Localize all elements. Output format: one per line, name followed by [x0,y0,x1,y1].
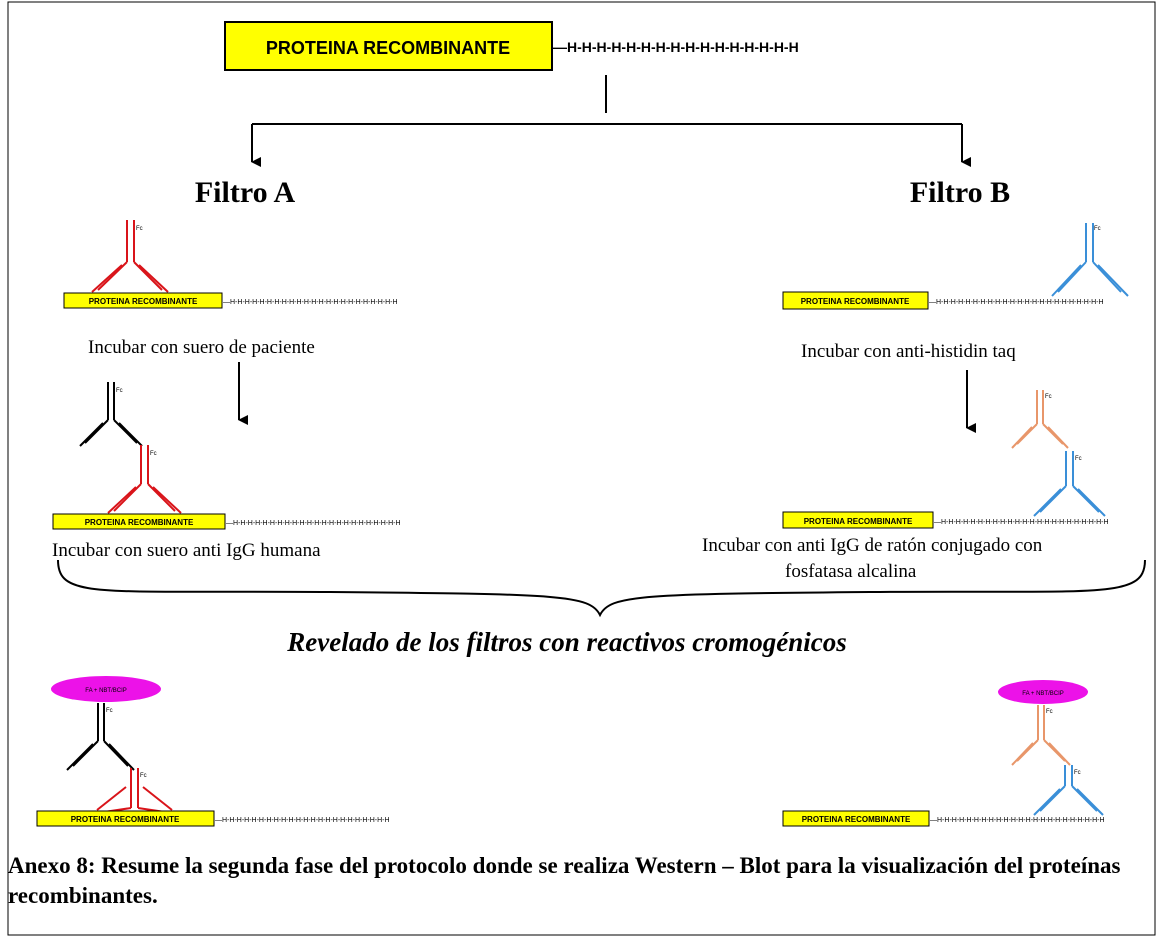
filter-b-step2-antibody-orange [1011,390,1069,449]
reveal-title: Revelado de los filtros con reactivos cr… [286,627,846,657]
step-b2-label-line1: Incubar con anti IgG de ratón conjugado … [702,535,1043,556]
histidine-tag-a1: —H-H-H-H-H-H-H-H-H-H-H-H-H-H-H-H-H-H-H-H… [223,299,398,306]
histidine-tag-b1: —H-H-H-H-H-H-H-H-H-H-H-H-H-H-H-H-H-H-H-H… [929,299,1104,306]
step-a1-label: Incubar con suero de paciente [88,337,315,358]
filter-a-title: Filtro A [195,176,296,209]
enzyme-label-a: FA + NBT/BCIP [85,688,127,694]
fc-label-a1: Fc [136,226,143,232]
protein-box-final-a [36,810,215,827]
enzyme-label-b: FA + NBT/BCIP [1022,691,1064,697]
protein-label-final-a: PROTEINA RECOMBINANTE [71,815,180,824]
protein-label-a2: PROTEINA RECOMBINANTE [85,518,194,527]
histidine-tag-final-b: —H-H-H-H-H-H-H-H-H-H-H-H-H-H-H-H-H-H-H-H… [930,817,1105,824]
final-a-antibody-black [66,703,135,771]
top-protein-label: PROTEINA RECOMBINANTE [266,38,510,58]
final-b-antibody-orange [1011,705,1071,766]
protein-box-b2 [782,511,934,529]
filter-a-step2-antibody-red [107,445,182,514]
protein-label-a1: PROTEINA RECOMBINANTE [89,297,198,306]
figure-caption: Anexo 8: Resume la segunda fase del prot… [8,853,1121,908]
enzyme-ellipse-b [998,680,1088,704]
histidine-tag-b2: —H-H-H-H-H-H-H-H-H-H-H-H-H-H-H-H-H-H-H-H… [934,519,1109,526]
histidine-tag-a2: —H-H-H-H-H-H-H-H-H-H-H-H-H-H-H-H-H-H-H-H… [226,520,401,527]
top-protein-box [224,21,553,71]
protein-label-b1: PROTEINA RECOMBINANTE [801,297,910,306]
protein-box-b1 [782,291,929,310]
fc-label-a2-red: Fc [150,451,157,457]
final-b-antibody-blue [1033,765,1104,816]
histidine-tag-final-a: —H-H-H-H-H-H-H-H-H-H-H-H-H-H-H-H-H-H-H-H… [215,817,390,824]
filter-b-step1-antibody-blue [1051,223,1129,297]
final-a-antibody-red [96,768,173,813]
enzyme-ellipse-a [51,676,161,702]
fc-label-a2-black: Fc [116,388,123,394]
fc-label-final-b-orange: Fc [1046,709,1053,715]
protein-box-a1 [63,292,223,309]
filter-a-step2-antibody-black [79,382,143,447]
protein-box-a2 [52,513,226,530]
step-b1-label: Incubar con anti-histidin taq [801,341,1016,362]
step-a2-label: Incubar con suero anti IgG humana [52,540,321,561]
filter-b-step2-antibody-blue [1033,451,1106,517]
fc-label-b2-blue: Fc [1075,456,1082,462]
top-histidine-tag: —H-H-H-H-H-H-H-H-H-H-H-H-H-H-H-H [553,39,799,55]
fc-label-b2-orange: Fc [1045,394,1052,400]
step-b2-label-line2: fosfatasa alcalina [785,561,917,582]
protein-label-final-b: PROTEINA RECOMBINANTE [802,815,911,824]
filter-b-title: Filtro B [910,176,1010,209]
protein-box-final-b [782,810,930,827]
fc-label-b1: Fc [1094,226,1101,232]
fc-label-final-a-black: Fc [106,708,113,714]
protein-label-b2: PROTEINA RECOMBINANTE [804,517,913,526]
fc-label-final-b-blue: Fc [1074,770,1081,776]
merge-brace [57,559,1146,618]
filter-a-step1-antibody-red [91,220,169,293]
diagram-frame [7,1,1156,936]
fc-label-final-a-red: Fc [140,773,147,779]
